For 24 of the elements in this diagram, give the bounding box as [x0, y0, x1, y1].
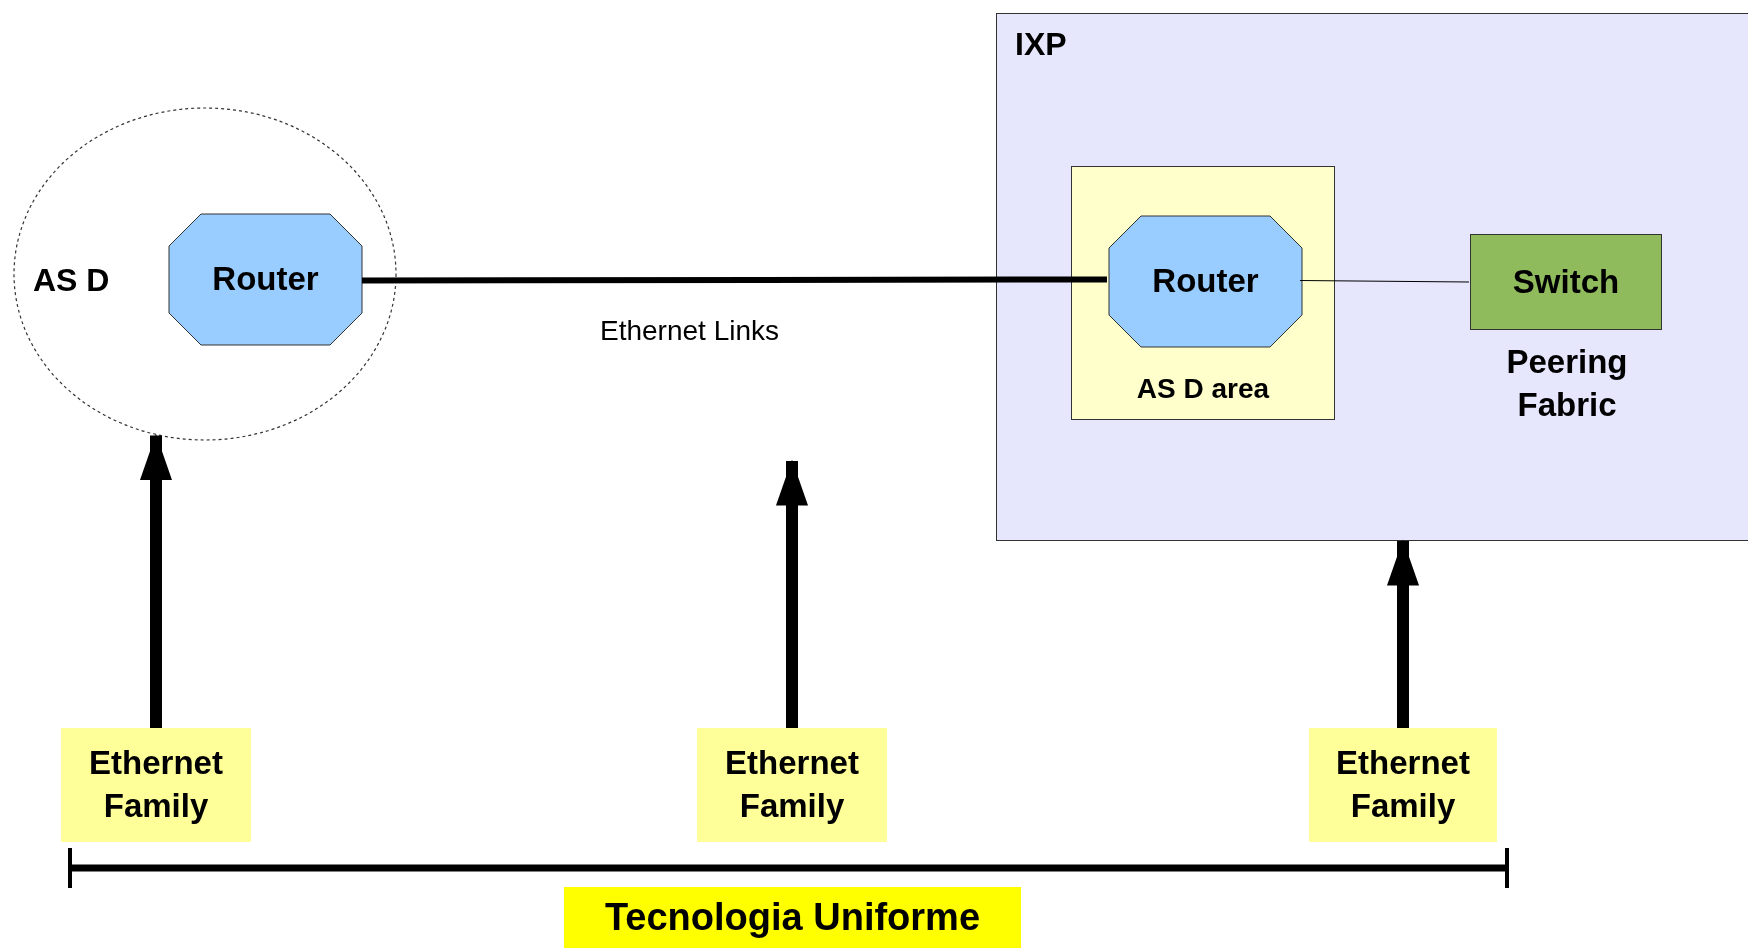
node-label: IXP — [1015, 26, 1067, 63]
node-label: Router — [1151, 261, 1260, 302]
arrow — [1386, 539, 1420, 728]
node-label: Router — [211, 259, 320, 300]
dashed-ellipse — [13, 107, 397, 441]
arrow — [139, 434, 173, 728]
technology-box — [61, 728, 251, 842]
connector-line — [362, 276, 1107, 284]
router-octagon — [169, 214, 362, 345]
node-label: Ethernet Family — [727, 743, 857, 826]
area-box — [1071, 166, 1335, 420]
node-label: AS D area — [1135, 373, 1271, 405]
node-label: Ethernet Family — [1338, 743, 1468, 826]
technology-box — [1309, 728, 1497, 842]
router-octagon — [1109, 216, 1302, 347]
node-label: AS D — [33, 262, 110, 299]
ixp-panel — [996, 13, 1748, 541]
arrow — [775, 459, 809, 728]
connector-line — [1299, 280, 1470, 283]
node-label: Switch — [1511, 261, 1621, 302]
banner-label: Tecnologia Uniforme — [564, 887, 1021, 948]
technology-box — [697, 728, 887, 842]
node-label: Peering Fabric — [1505, 342, 1629, 425]
node-label: Ethernet Family — [91, 743, 221, 826]
